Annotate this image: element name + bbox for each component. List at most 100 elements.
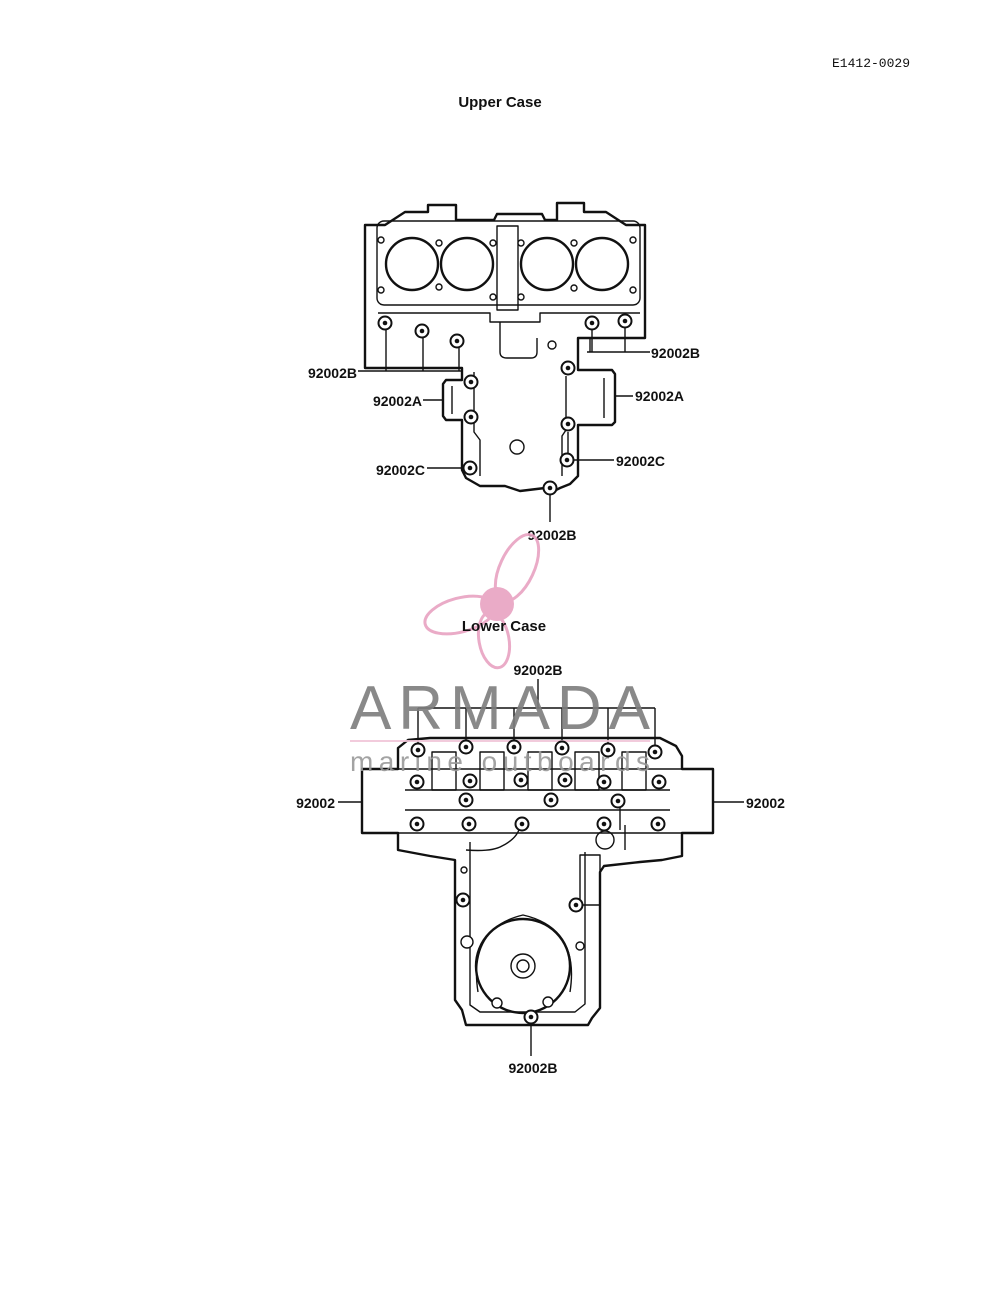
bolt	[506, 739, 522, 755]
leader-upper-left-top	[358, 330, 462, 372]
bolt-center	[615, 798, 621, 804]
oil-pump-cover	[474, 917, 572, 1015]
bolt-center	[601, 821, 607, 827]
bolt	[377, 315, 393, 331]
bolt	[568, 897, 584, 913]
center-stem-tab	[499, 322, 538, 359]
callout-upper-right-bottom: 92002C	[616, 453, 665, 469]
small-hole	[460, 935, 474, 949]
bolt	[463, 409, 479, 425]
small-hole	[489, 293, 497, 301]
bolt	[458, 792, 474, 808]
bolt	[409, 816, 425, 832]
bolt-center	[605, 747, 611, 753]
main-journal-2	[479, 751, 505, 791]
upper-case-title: Upper Case	[458, 94, 541, 111]
bolt	[414, 323, 430, 339]
body-center-hole	[509, 439, 525, 455]
bolt-center	[562, 777, 568, 783]
bolt-center	[511, 744, 517, 750]
bolt	[455, 892, 471, 908]
side-boss	[579, 854, 601, 906]
bolt	[596, 816, 612, 832]
bolt	[514, 816, 530, 832]
bolt	[554, 740, 570, 756]
small-hole	[575, 941, 585, 951]
callout-lower-top: 92002B	[513, 662, 562, 678]
bolt-center	[463, 744, 469, 750]
upper-case-drawing	[363, 201, 647, 494]
bolt	[461, 816, 477, 832]
callout-upper-right-middle: 92002A	[635, 388, 684, 404]
bolt-center	[565, 365, 571, 371]
bolt	[560, 360, 576, 376]
main-journal-5	[621, 751, 647, 791]
small-hole	[435, 239, 443, 247]
bolt-center	[415, 747, 421, 753]
bolt-center	[559, 745, 565, 751]
small-hole	[517, 293, 525, 301]
bolt	[596, 774, 612, 790]
leader-upper-right-bottom	[567, 432, 614, 461]
callout-upper-right-top: 92002B	[651, 345, 700, 361]
main-journal-1	[431, 751, 457, 791]
bolt-center	[460, 897, 466, 903]
document-code: E1412-0029	[832, 56, 910, 71]
small-hole	[491, 997, 503, 1009]
callout-upper-left-middle: 92002A	[373, 393, 422, 409]
bolt	[560, 416, 576, 432]
cylinder-bore-4	[574, 236, 630, 292]
bolt	[449, 333, 465, 349]
bolt	[410, 742, 426, 758]
bolt-center	[414, 779, 420, 785]
bolt	[462, 773, 478, 789]
bolt-center	[467, 465, 473, 471]
main-journal-3	[527, 751, 553, 791]
right-lug-inner	[589, 338, 605, 418]
cylinder-bore-2	[439, 236, 495, 292]
small-hole	[517, 239, 525, 247]
small-hole	[570, 284, 578, 292]
small-hole	[489, 239, 497, 247]
bolt-center	[463, 797, 469, 803]
pump-shaft-ring	[510, 953, 536, 979]
leader-upper-right-top	[587, 328, 650, 353]
bolt	[458, 739, 474, 755]
bolt	[610, 793, 626, 809]
small-hole	[377, 236, 385, 244]
small-hole	[629, 286, 637, 294]
bolt-center	[548, 797, 554, 803]
bolt	[650, 816, 666, 832]
bolt-center	[468, 414, 474, 420]
callout-lower-left: 92002	[296, 795, 335, 811]
cylinder-deck-outline	[376, 220, 641, 306]
small-hole	[542, 996, 554, 1008]
bolt-center	[414, 821, 420, 827]
bolt-center	[601, 779, 607, 785]
lower-case-leaders	[338, 679, 744, 1056]
bolt-center	[518, 777, 524, 783]
callout-lower-right: 92002	[746, 795, 785, 811]
bolt-center	[466, 821, 472, 827]
bolt-center	[382, 320, 388, 326]
callout-upper-bottom: 92002B	[527, 527, 576, 543]
bolt-center	[519, 821, 525, 827]
cylinder-bore-1	[384, 236, 440, 292]
armada-watermark: ARMADA marine outboards	[350, 533, 651, 777]
bolt-center	[468, 379, 474, 385]
callout-upper-left-top: 92002B	[308, 365, 357, 381]
bolt-center	[652, 749, 658, 755]
bolt	[617, 313, 633, 329]
bolt-center	[454, 338, 460, 344]
bolt	[584, 315, 600, 331]
bolt-center	[564, 457, 570, 463]
upper-case-outline	[363, 201, 647, 494]
small-hole	[377, 286, 385, 294]
bolt	[557, 772, 573, 788]
bolt	[409, 774, 425, 790]
upper-deck-lower-edge	[378, 312, 640, 323]
bolt-center	[547, 485, 553, 491]
upper-body-inner-line	[473, 372, 567, 476]
bolt-center	[573, 902, 579, 908]
